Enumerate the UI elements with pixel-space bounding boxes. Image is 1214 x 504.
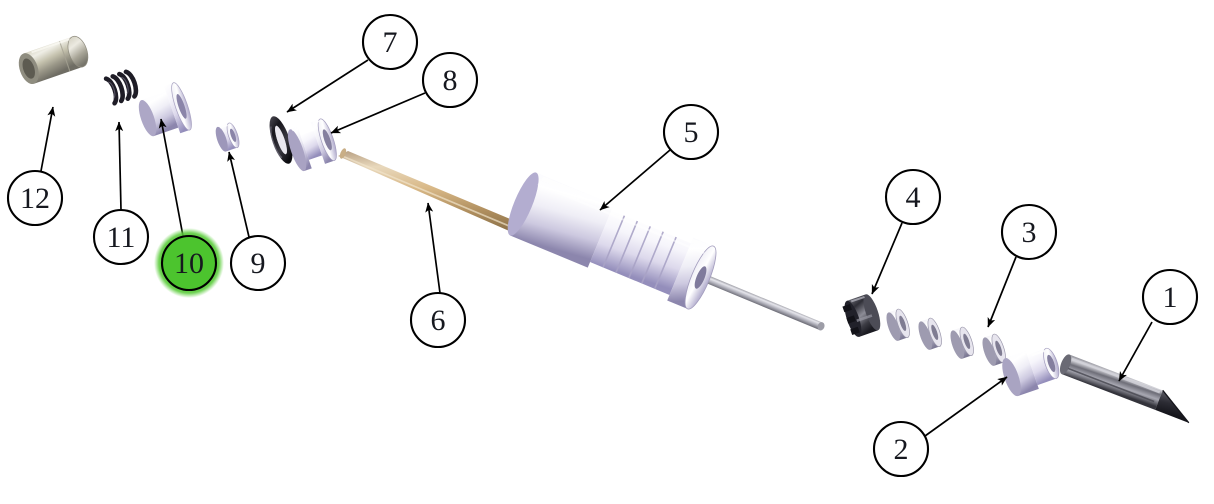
callout-5[interactable]: 5 [599,103,720,211]
leader-line-5 [599,149,671,211]
callout-circle-8[interactable] [421,51,479,109]
callout-label-11: 11 [107,221,136,254]
callout-8[interactable]: 8 [330,51,479,134]
part-spool-bushing [287,118,337,172]
leader-line-12 [40,106,56,172]
part-o-ring [269,116,293,164]
leader-line-10 [158,118,184,237]
callout-label-12: 12 [20,182,50,215]
callout-label-7: 7 [383,26,398,59]
leader-line-9 [227,151,250,238]
callout-circle-7[interactable] [361,13,419,71]
callout-9[interactable]: 9 [227,151,287,292]
leader-line-2 [924,376,1008,437]
callout-circle-12[interactable] [6,169,64,227]
callout-circle-10[interactable] [160,234,218,292]
part-flanged-bushing [138,82,192,137]
callout-circle-3[interactable] [1000,203,1058,261]
leader-line-7 [286,59,369,113]
callout-12[interactable]: 12 [6,106,64,227]
callout-label-5: 5 [684,116,699,149]
leader-line-8 [330,92,426,134]
leader-line-11 [115,121,124,211]
callout-circle-11[interactable] [92,208,150,266]
callout-label-1: 1 [1163,281,1178,314]
callout-4[interactable]: 4 [871,168,942,295]
callout-7[interactable]: 7 [286,13,419,113]
leader-line-6 [425,202,441,294]
part-castellated-nut [842,294,881,337]
callout-circle-5[interactable] [662,103,720,161]
parts-artwork [18,35,1190,424]
callout-circle-6[interactable] [409,291,467,349]
callout-label-9: 9 [251,247,266,280]
callout-circle-4[interactable] [884,168,942,226]
callout-1[interactable]: 1 [1118,268,1199,382]
part-main-barrel [507,172,825,331]
part-needle-tip [1059,354,1190,424]
part-washer-stack [886,308,1006,366]
callout-3[interactable]: 3 [987,203,1058,328]
callout-label-6: 6 [431,304,446,337]
callout-circle-9[interactable] [229,234,287,292]
leader-line-1 [1118,321,1153,382]
part-thin-washer [215,122,240,152]
callout-label-4: 4 [906,181,921,214]
callout-circle-1[interactable] [1141,268,1199,326]
leader-line-3 [987,256,1017,328]
callout-11[interactable]: 11 [92,121,150,266]
part-end-collar [1002,347,1060,397]
callout-circle-2[interactable] [872,420,930,478]
callout-label-10: 10 [174,247,204,280]
callout-label-2: 2 [894,433,909,466]
callout-10[interactable]: 10 [154,118,224,298]
callout-2[interactable]: 2 [872,376,1008,478]
callout-6[interactable]: 6 [409,202,467,349]
callout-label-8: 8 [443,64,458,97]
leader-line-4 [871,222,903,295]
callout-label-3: 3 [1022,216,1037,249]
part-coil-spring [103,69,139,106]
part-end-cap [18,35,89,85]
